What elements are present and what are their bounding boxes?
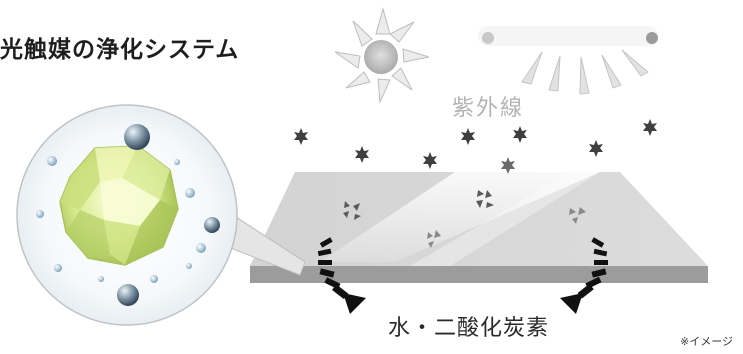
pollutant-particle-icon (354, 214, 361, 220)
product-label: 水・二酸化炭素 (388, 316, 550, 341)
pollutant-particle-icon (486, 202, 494, 208)
bubble (36, 210, 44, 218)
bubble (150, 275, 158, 283)
pollutant-particle-icon (294, 128, 308, 145)
image-note: ※イメージ (680, 335, 733, 348)
uv-label: 紫外線 (452, 96, 525, 121)
pollutant-particle-icon (589, 140, 603, 157)
curved-arrow-icon (560, 237, 608, 314)
water-droplet (117, 284, 139, 306)
pollutant-particle-icon (578, 207, 586, 215)
water-droplet (204, 217, 220, 233)
pollutant-particle-icon (501, 157, 515, 174)
pollutant-particle-icon (476, 200, 483, 208)
sun-glow (478, 26, 658, 95)
bubble (185, 188, 195, 198)
pollutant-particle-icon (343, 211, 349, 218)
pollutant-particle-icon (427, 232, 433, 239)
pollutant-particle-icon (353, 203, 360, 211)
pollutant-particle-icon (355, 146, 369, 163)
magnified-view (16, 104, 306, 326)
diagram-title: 光触媒の浄化システム (0, 36, 240, 63)
sun-icon (334, 7, 430, 104)
pollutant-particle-icon (344, 201, 350, 208)
bubble (186, 263, 192, 269)
pollutant-particle-icon (423, 152, 437, 169)
bubble (196, 243, 206, 253)
pollutant-particle-icon (461, 128, 475, 145)
coated-surface (250, 172, 708, 283)
pollutant-particle-icon (477, 190, 484, 197)
pollutant-particle-icon (643, 119, 657, 136)
pollutant-particle-icon (434, 230, 441, 238)
pollutant-particle-icon (572, 217, 578, 224)
water-droplet (124, 124, 150, 150)
catalyst-crystal-icon (59, 145, 179, 266)
pollutant-particle-icon (513, 126, 527, 143)
decomposing-particles (343, 190, 586, 248)
curved-arrow-icon (317, 237, 366, 314)
pollutant-particle-icon (428, 241, 434, 248)
bubble (98, 276, 104, 282)
pollutant-particle-icon (569, 208, 576, 215)
pollutant-particle-icon (485, 190, 492, 198)
bubble (47, 156, 57, 166)
pollutant-particles (294, 119, 657, 174)
bubble (174, 159, 180, 165)
bubble (54, 264, 62, 272)
